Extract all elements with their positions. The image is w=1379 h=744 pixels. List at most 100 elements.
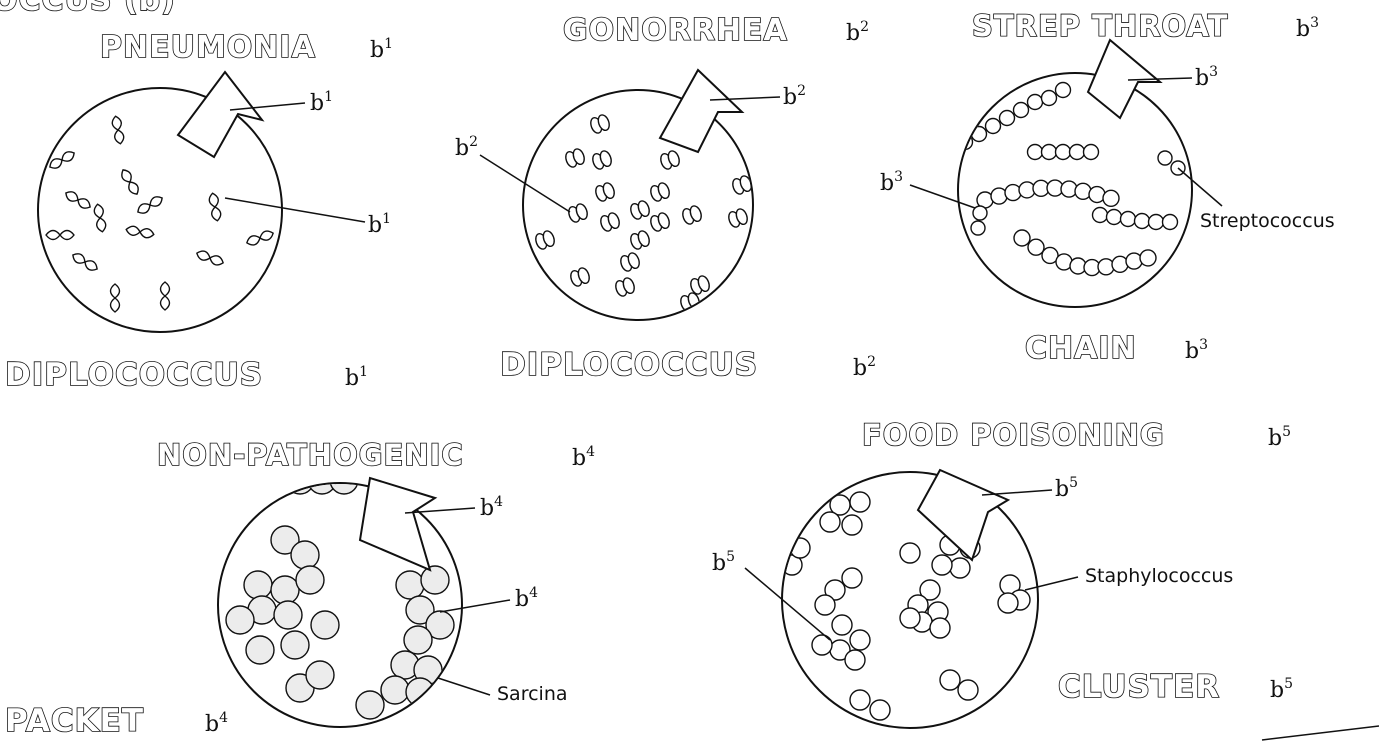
staphylococcus-cell [940, 670, 960, 690]
streptococcus-cell [1103, 190, 1119, 206]
staphylococcus-cell [930, 618, 950, 638]
sarcina-cell [226, 606, 254, 634]
sarcina-shape-title: PACKET [5, 703, 144, 739]
streptococcus-cell [1028, 145, 1043, 160]
strep-arrow-label: b3 [1195, 64, 1218, 91]
streptococcus-cell [1000, 111, 1015, 126]
coccus-cell [60, 231, 74, 240]
staphylococcus-cell [832, 615, 852, 635]
streptococcus-cell [1149, 215, 1164, 230]
coccus-cell [111, 284, 120, 298]
streptococcus-cell [1056, 145, 1071, 160]
sarcina-cell [406, 678, 434, 706]
sarcina-cell [404, 626, 432, 654]
sarcina-pointer-label: b4 [515, 585, 538, 612]
staphylococcus-cell [850, 630, 870, 650]
gonorrhea-arrow-label: b2 [783, 83, 806, 110]
sarcina-cell [381, 676, 409, 704]
streptococcus-cell [1140, 250, 1156, 266]
gonorrhea-panel: GONORRHEA b2 b2 b2 DIPLOCOCCUS b2 [455, 13, 876, 383]
sarcina-shape-tag: b4 [205, 710, 228, 737]
staphylococcus-cell [932, 555, 952, 575]
sarcina-title-tag: b4 [572, 444, 595, 471]
pneumonia-arrow-label: b1 [310, 89, 333, 116]
streptococcus-cell [1005, 185, 1021, 201]
staphylococcus-cell [820, 512, 840, 532]
sarcina-cell [356, 691, 384, 719]
staphylococcus-cell [950, 558, 970, 578]
streptococcus-cell [1075, 183, 1091, 199]
sarcina-cell [421, 566, 449, 594]
sarcina-cell [311, 611, 339, 639]
gonorrhea-title: GONORRHEA [563, 13, 788, 48]
sarcina-cell [271, 576, 299, 604]
staph-shape-tag: b5 [1270, 676, 1293, 703]
streptococcus-cell [1028, 95, 1043, 110]
strep-title-tag: b3 [1296, 15, 1319, 42]
staphylococcus-cell [850, 492, 870, 512]
header-fragment: OCCUS (b) [0, 0, 176, 18]
pneumonia-title: PNEUMONIA [100, 30, 316, 65]
sarcina-cell [296, 566, 324, 594]
staphylococcus-cell [958, 680, 978, 700]
gonorrhea-shape-title: DIPLOCOCCUS [500, 347, 758, 383]
staph-title: FOOD POISONING [862, 418, 1165, 452]
pneumonia-shape-title: DIPLOCOCCUS [5, 357, 263, 393]
staphylococcus-cell [900, 543, 920, 563]
streptococcus-cell [1126, 253, 1142, 269]
staph-panel: FOOD POISONING b5 b5 b5 Staphylococcus C… [712, 418, 1293, 728]
pneumonia-title-tag: b1 [370, 36, 393, 63]
streptococcus-cell [1070, 145, 1085, 160]
pneumonia-field [38, 88, 282, 332]
streptococcus-cell [1042, 145, 1057, 160]
sarcina-organism-pointer-line [438, 678, 490, 695]
strep-panel: STREP THROAT b3 b3 b3 Streptococcus CHAI… [880, 9, 1335, 366]
coccus-cell [161, 296, 170, 310]
sarcina-cell [396, 571, 424, 599]
sarcina-panel: NON-PATHOGENIC b4 b4 b4 Sarcina PACKET b… [5, 438, 595, 739]
staphylococcus-label: Staphylococcus [1085, 565, 1233, 587]
streptococcus-cell [1084, 145, 1099, 160]
sarcina-cell [281, 631, 309, 659]
staph-pointer-label: b5 [712, 549, 735, 576]
streptococcus-cell [1135, 214, 1150, 229]
staphylococcus-cell [815, 595, 835, 615]
streptococcus-cell [973, 206, 987, 220]
staphylococcus-cell [850, 690, 870, 710]
streptococcus-cell [1056, 83, 1071, 98]
staphylococcus-cell [812, 635, 832, 655]
staph-arrow-label: b5 [1055, 475, 1078, 502]
streptococcus-cell [1163, 215, 1178, 230]
sarcina-title: NON-PATHOGENIC [157, 438, 464, 472]
pneumonia-panel: PNEUMONIA b1 b1 b1 DIPLOCOCCUS b1 [5, 30, 393, 393]
staphylococcus-cell [842, 515, 862, 535]
sarcina-cell [274, 601, 302, 629]
streptococcus-cell [1028, 239, 1044, 255]
sarcina-label: Sarcina [497, 683, 568, 705]
streptococcus-cell [1042, 91, 1057, 106]
staphylococcus-cell [845, 650, 865, 670]
streptococcus-label: Streptococcus [1200, 210, 1335, 232]
staphylococcus-cell [900, 608, 920, 628]
staphylococcus-cell [842, 568, 862, 588]
streptococcus-cell [1158, 151, 1172, 165]
strep-shape-tag: b3 [1185, 337, 1208, 364]
gonorrhea-shape-tag: b2 [853, 354, 876, 381]
streptococcus-cell [1112, 256, 1128, 272]
streptococcus-cell [1107, 210, 1122, 225]
strep-title: STREP THROAT [972, 9, 1228, 43]
streptococcus-cell [1093, 208, 1108, 223]
sarcina-cell [291, 541, 319, 569]
streptococcus-cell [1014, 103, 1029, 118]
staphylococcus-cell [998, 593, 1018, 613]
coccus-cell [46, 231, 60, 240]
streptococcus-cell [1098, 259, 1114, 275]
staph-title-tag: b5 [1268, 424, 1291, 451]
staphylococcus-cell [870, 700, 890, 720]
sarcina-cell [244, 571, 272, 599]
strep-shape-title: CHAIN [1025, 331, 1137, 366]
staph-shape-title: CLUSTER [1058, 669, 1220, 705]
sarcina-arrow-label: b4 [480, 494, 503, 521]
streptococcus-cell [1121, 212, 1136, 227]
